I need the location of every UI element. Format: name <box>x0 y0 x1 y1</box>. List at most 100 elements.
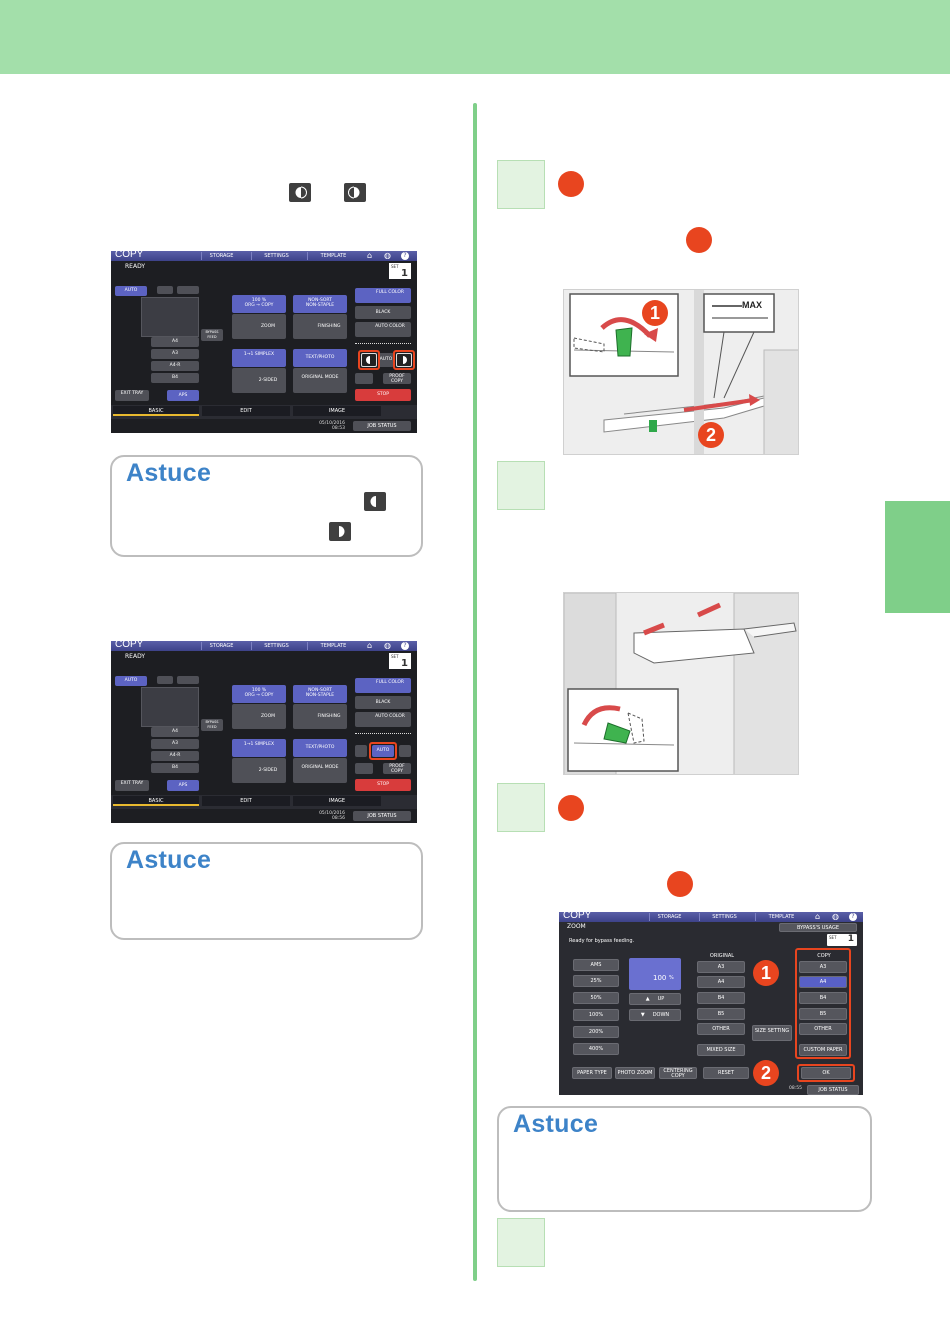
globe-icon[interactable]: ◍ <box>384 641 391 650</box>
zoom-ratio-display[interactable]: 100 % ORG → COPY <box>232 295 286 313</box>
tab-template[interactable]: TEMPLATE <box>307 252 359 260</box>
black-button[interactable]: BLACK <box>355 306 411 319</box>
zoom-button[interactable]: ZOOM <box>232 314 286 339</box>
bypass-usage-button[interactable]: BYPASS'S USAGE <box>779 923 857 932</box>
aps-button[interactable]: APS <box>167 780 199 791</box>
preset-50[interactable]: 50% <box>573 992 619 1004</box>
bypass-feed-button[interactable]: BYPASS FEED <box>201 719 223 731</box>
original-b5[interactable]: B5 <box>697 1008 745 1020</box>
job-status-button[interactable]: JOB STATUS <box>353 811 411 821</box>
aps-button[interactable]: APS <box>167 390 199 401</box>
tab-settings[interactable]: SETTINGS <box>699 913 749 921</box>
tab-image[interactable]: IMAGE <box>293 796 381 806</box>
lighter-button[interactable] <box>355 745 367 757</box>
tab-image[interactable]: IMAGE <box>293 406 381 416</box>
globe-icon[interactable]: ◍ <box>832 912 839 921</box>
tray-b4[interactable]: B4 <box>151 763 199 773</box>
preset-25[interactable]: 25% <box>573 975 619 987</box>
preset-200[interactable]: 200% <box>573 1026 619 1038</box>
home-icon[interactable]: ⌂ <box>815 912 821 921</box>
copy-b5[interactable]: B5 <box>799 1008 847 1020</box>
home-icon[interactable]: ⌂ <box>367 641 373 650</box>
tab-basic[interactable]: BASIC <box>113 406 199 416</box>
text-photo-display[interactable]: TEXT/PHOTO <box>293 739 347 757</box>
proof-copy-button[interactable]: PROOF COPY <box>383 763 411 774</box>
copy-other[interactable]: OTHER <box>799 1023 847 1035</box>
zoom-down-button[interactable]: ▼DOWN <box>629 1009 681 1021</box>
sample-icon-button[interactable] <box>355 763 373 774</box>
finishing-button[interactable]: FINISHING <box>293 314 347 339</box>
zoom-ratio-display[interactable]: 100 % ORG → COPY <box>232 685 286 703</box>
reset-button[interactable]: RESET <box>703 1067 749 1079</box>
preset-ams[interactable]: AMS <box>573 959 619 971</box>
copy-a4[interactable]: A4 <box>799 976 847 988</box>
original-a3[interactable]: A3 <box>697 961 745 973</box>
ok-button[interactable]: OK <box>801 1067 851 1079</box>
finishing-button[interactable]: FINISHING <box>293 704 347 729</box>
simplex-display[interactable]: 1→1 SIMPLEX <box>232 739 286 757</box>
tray-a4[interactable]: A4 <box>151 727 199 737</box>
zoom-button[interactable]: ZOOM <box>232 704 286 729</box>
tray-a3[interactable]: A3 <box>151 739 199 749</box>
home-icon[interactable]: ⌂ <box>367 251 373 260</box>
help-icon[interactable]: ? <box>401 252 409 260</box>
tab-storage[interactable]: STORAGE <box>649 913 689 921</box>
stop-button[interactable]: STOP <box>355 779 411 791</box>
darker-button[interactable] <box>396 353 412 367</box>
preset-100[interactable]: 100% <box>573 1009 619 1021</box>
exit-tray-button[interactable]: EXIT TRAY <box>115 780 149 791</box>
full-color-button[interactable]: FULL COLOR <box>355 288 411 303</box>
tray-a4[interactable]: A4 <box>151 337 199 347</box>
two-sided-button[interactable]: 2-SIDED <box>232 368 286 393</box>
tab-template[interactable]: TEMPLATE <box>307 642 359 650</box>
auto-paper-button[interactable]: AUTO <box>115 286 147 296</box>
auto-color-button[interactable]: AUTO COLOR <box>355 322 411 337</box>
bypass-feed-button[interactable]: BYPASS FEED <box>201 329 223 341</box>
tab-settings[interactable]: SETTINGS <box>251 252 301 260</box>
tab-storage[interactable]: STORAGE <box>201 642 241 650</box>
copy-a3[interactable]: A3 <box>799 961 847 973</box>
darker-button[interactable] <box>399 745 411 757</box>
help-icon[interactable]: ? <box>849 913 857 921</box>
copy-b4[interactable]: B4 <box>799 992 847 1004</box>
job-status-button[interactable]: JOB STATUS <box>353 421 411 431</box>
exit-tray-button[interactable]: EXIT TRAY <box>115 390 149 401</box>
text-photo-display[interactable]: TEXT/PHOTO <box>293 349 347 367</box>
tray-a4r[interactable]: A4-R <box>151 751 199 761</box>
paper-icon-button-2[interactable] <box>177 286 199 294</box>
stop-button[interactable]: STOP <box>355 389 411 401</box>
globe-icon[interactable]: ◍ <box>384 251 391 260</box>
help-icon[interactable]: ? <box>401 642 409 650</box>
sample-icon-button[interactable] <box>355 373 373 384</box>
tab-settings[interactable]: SETTINGS <box>251 642 301 650</box>
sort-staple-display[interactable]: NON-SORT NON-STAPLE <box>293 685 347 703</box>
photo-zoom-button[interactable]: PHOTO ZOOM <box>615 1067 655 1079</box>
size-setting-button[interactable]: SIZE SETTING <box>752 1025 792 1041</box>
simplex-display[interactable]: 1→1 SIMPLEX <box>232 349 286 367</box>
zoom-job-status-button[interactable]: JOB STATUS <box>807 1085 859 1095</box>
original-mode-button[interactable]: ORIGINAL MODE <box>293 368 347 393</box>
paper-icon-button-2[interactable] <box>177 676 199 684</box>
tray-a4r[interactable]: A4-R <box>151 361 199 371</box>
full-color-button[interactable]: FULL COLOR <box>355 678 411 693</box>
black-button[interactable]: BLACK <box>355 696 411 709</box>
tab-template[interactable]: TEMPLATE <box>755 913 807 921</box>
mixed-size-button[interactable]: MIXED SIZE <box>697 1044 745 1056</box>
paper-icon-button[interactable] <box>157 676 173 684</box>
tab-edit[interactable]: EDIT <box>202 406 290 416</box>
tab-edit[interactable]: EDIT <box>202 796 290 806</box>
original-a4[interactable]: A4 <box>697 976 745 988</box>
tab-storage[interactable]: STORAGE <box>201 252 241 260</box>
tab-basic[interactable]: BASIC <box>113 796 199 806</box>
paper-icon-button[interactable] <box>157 286 173 294</box>
sort-staple-display[interactable]: NON-SORT NON-STAPLE <box>293 295 347 313</box>
original-b4[interactable]: B4 <box>697 992 745 1004</box>
custom-paper-button[interactable]: CUSTOM PAPER <box>799 1044 847 1056</box>
original-mode-button[interactable]: ORIGINAL MODE <box>293 758 347 783</box>
zoom-up-button[interactable]: ▲UP <box>629 993 681 1005</box>
auto-paper-button[interactable]: AUTO <box>115 676 147 686</box>
centering-copy-button[interactable]: CENTERING COPY <box>659 1067 697 1079</box>
preset-400[interactable]: 400% <box>573 1043 619 1055</box>
proof-copy-button[interactable]: PROOF COPY <box>383 373 411 384</box>
paper-type-button[interactable]: PAPER TYPE <box>572 1067 612 1079</box>
